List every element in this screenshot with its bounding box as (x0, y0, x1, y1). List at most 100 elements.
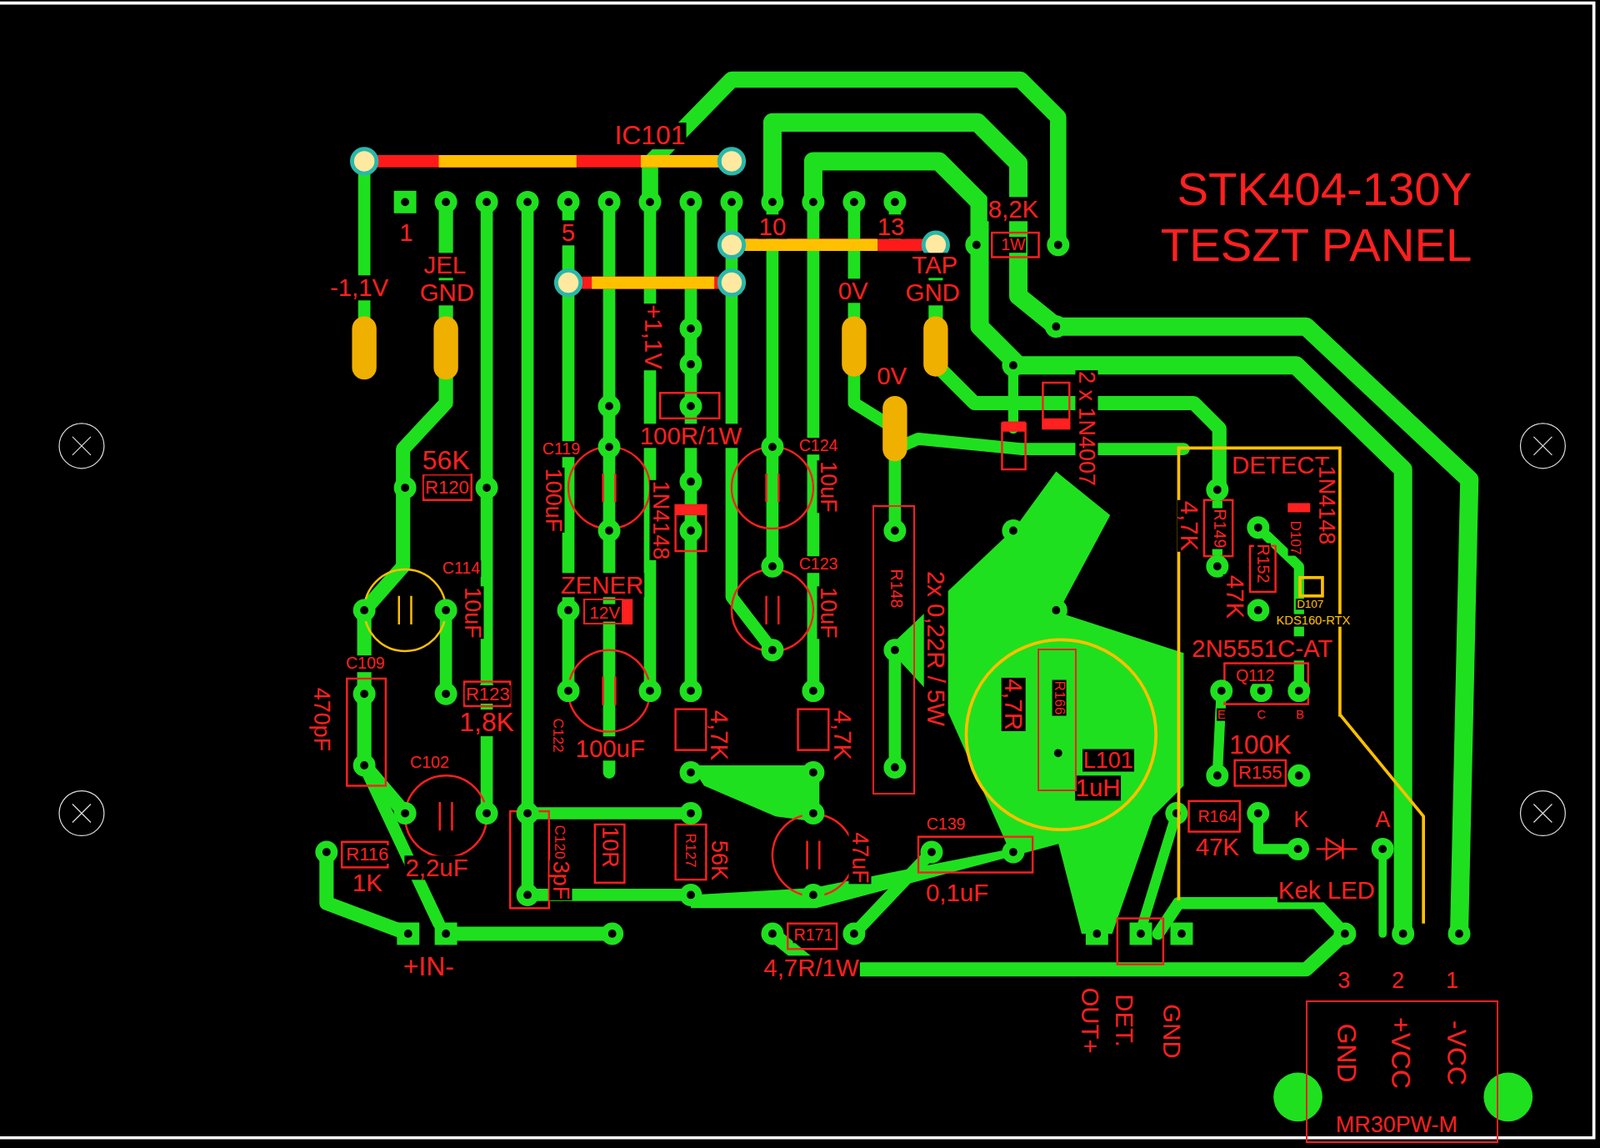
component-outline (991, 232, 1039, 257)
silk-label: 10R (599, 825, 622, 869)
solder-pad (680, 317, 703, 340)
solder-pad (760, 921, 784, 945)
drill-hole (927, 847, 936, 856)
copper-trace (440, 610, 453, 694)
solder-pad (920, 840, 943, 864)
drill-hole (564, 197, 573, 206)
copper-traces (326, 79, 1470, 969)
solder-pad (801, 801, 825, 825)
drill-hole (605, 526, 614, 535)
solder-pad (760, 435, 784, 459)
silk-label: 1K (351, 870, 384, 895)
part-label: 12V (588, 604, 621, 622)
oval-pad (433, 328, 458, 368)
component-outline (798, 709, 830, 750)
capacitor-outline (731, 446, 814, 529)
drill-hole (768, 929, 777, 938)
copper-pour (690, 765, 814, 821)
drill-hole (645, 686, 655, 695)
drill-hole (768, 442, 777, 451)
part-label: -VCC (1442, 1019, 1470, 1086)
silk-label: 56K (421, 448, 471, 475)
silk-label: D107 (1295, 598, 1325, 610)
silk-label: A (1374, 808, 1391, 831)
silk-label: 8,2K (987, 196, 1040, 221)
connector-mount-pad (1273, 1071, 1323, 1121)
silk-label: 1N4148 (650, 480, 673, 560)
silk-label: 1,8K (458, 709, 515, 736)
jumper-wire (568, 276, 732, 290)
drill-hole (322, 847, 331, 856)
drill-hole (608, 929, 617, 938)
mounting-hole (1520, 423, 1565, 469)
jumper-overlap (640, 155, 720, 168)
silk-label: 1W (1000, 236, 1026, 254)
solder-pad (1246, 801, 1270, 825)
solder-pad (639, 190, 662, 214)
solder-pad (1287, 764, 1310, 787)
silk-label: 2 x 1N4007 (1075, 370, 1099, 487)
silk-label: C102 (409, 754, 450, 771)
part-label: L101 (1082, 749, 1135, 772)
part-label: MR30PW-M (1335, 1112, 1459, 1135)
silk-label: R152 (1254, 543, 1271, 585)
drill-hole (645, 197, 655, 206)
drill-hole (972, 240, 981, 250)
drill-hole (686, 477, 695, 486)
silk-label: 100uF (541, 467, 565, 533)
copper-trace (445, 925, 613, 940)
led-symbol (1316, 838, 1358, 859)
silk-label: 100R/1W (639, 423, 743, 448)
jumper-overlap (439, 155, 577, 168)
drill-hole (400, 809, 410, 818)
capacitor-symbol (440, 801, 453, 830)
capacitor-symbol (807, 840, 820, 870)
capacitor-symbol (603, 676, 616, 705)
outline-shape (964, 637, 1159, 832)
silk-label: 100K (1228, 731, 1292, 759)
drill-hole (1295, 770, 1304, 780)
copper-trace (813, 160, 1404, 934)
silk-label: 470pF (310, 686, 333, 752)
drill-hole (482, 197, 491, 206)
drill-hole (1092, 929, 1101, 938)
solder-pad (557, 598, 580, 621)
solder-pad (883, 638, 906, 661)
solder-pad (801, 679, 825, 702)
solder-pad (598, 435, 621, 459)
oval-pad (841, 328, 866, 365)
silk-label: 47uF (849, 830, 872, 884)
capacitor-symbol (603, 473, 616, 502)
drill-hole (564, 605, 573, 615)
drill-hole (1340, 929, 1350, 938)
drill-hole (360, 605, 369, 615)
jumper-pad (555, 270, 580, 295)
solder-pad (516, 883, 540, 906)
drill-hole (1009, 360, 1018, 370)
copper-trace (895, 408, 1185, 450)
copper-pour (690, 825, 1067, 908)
drill-hole (1051, 605, 1060, 615)
silk-label: R116 (345, 845, 390, 864)
component-outline (595, 824, 625, 883)
silk-label: 100uF (575, 735, 646, 760)
smd-pad (1300, 577, 1323, 596)
copper-trace (1217, 690, 1222, 776)
diode-band (1042, 418, 1070, 429)
oval-pad (351, 328, 376, 368)
solder-pad (801, 190, 825, 214)
drill-hole (850, 197, 859, 206)
solder-pad (353, 598, 376, 621)
drill-hole (441, 689, 450, 698)
silk-label: C (1255, 708, 1267, 721)
drill-hole (768, 197, 777, 206)
pads (315, 156, 1512, 1100)
solder-pad (883, 519, 906, 542)
component-outline (660, 392, 720, 419)
silk-label: OUT+ (1077, 986, 1102, 1055)
drill-hole (890, 763, 900, 772)
capacitor-outline (568, 650, 650, 732)
copper-trace (326, 851, 409, 934)
solder-pad (801, 883, 825, 906)
